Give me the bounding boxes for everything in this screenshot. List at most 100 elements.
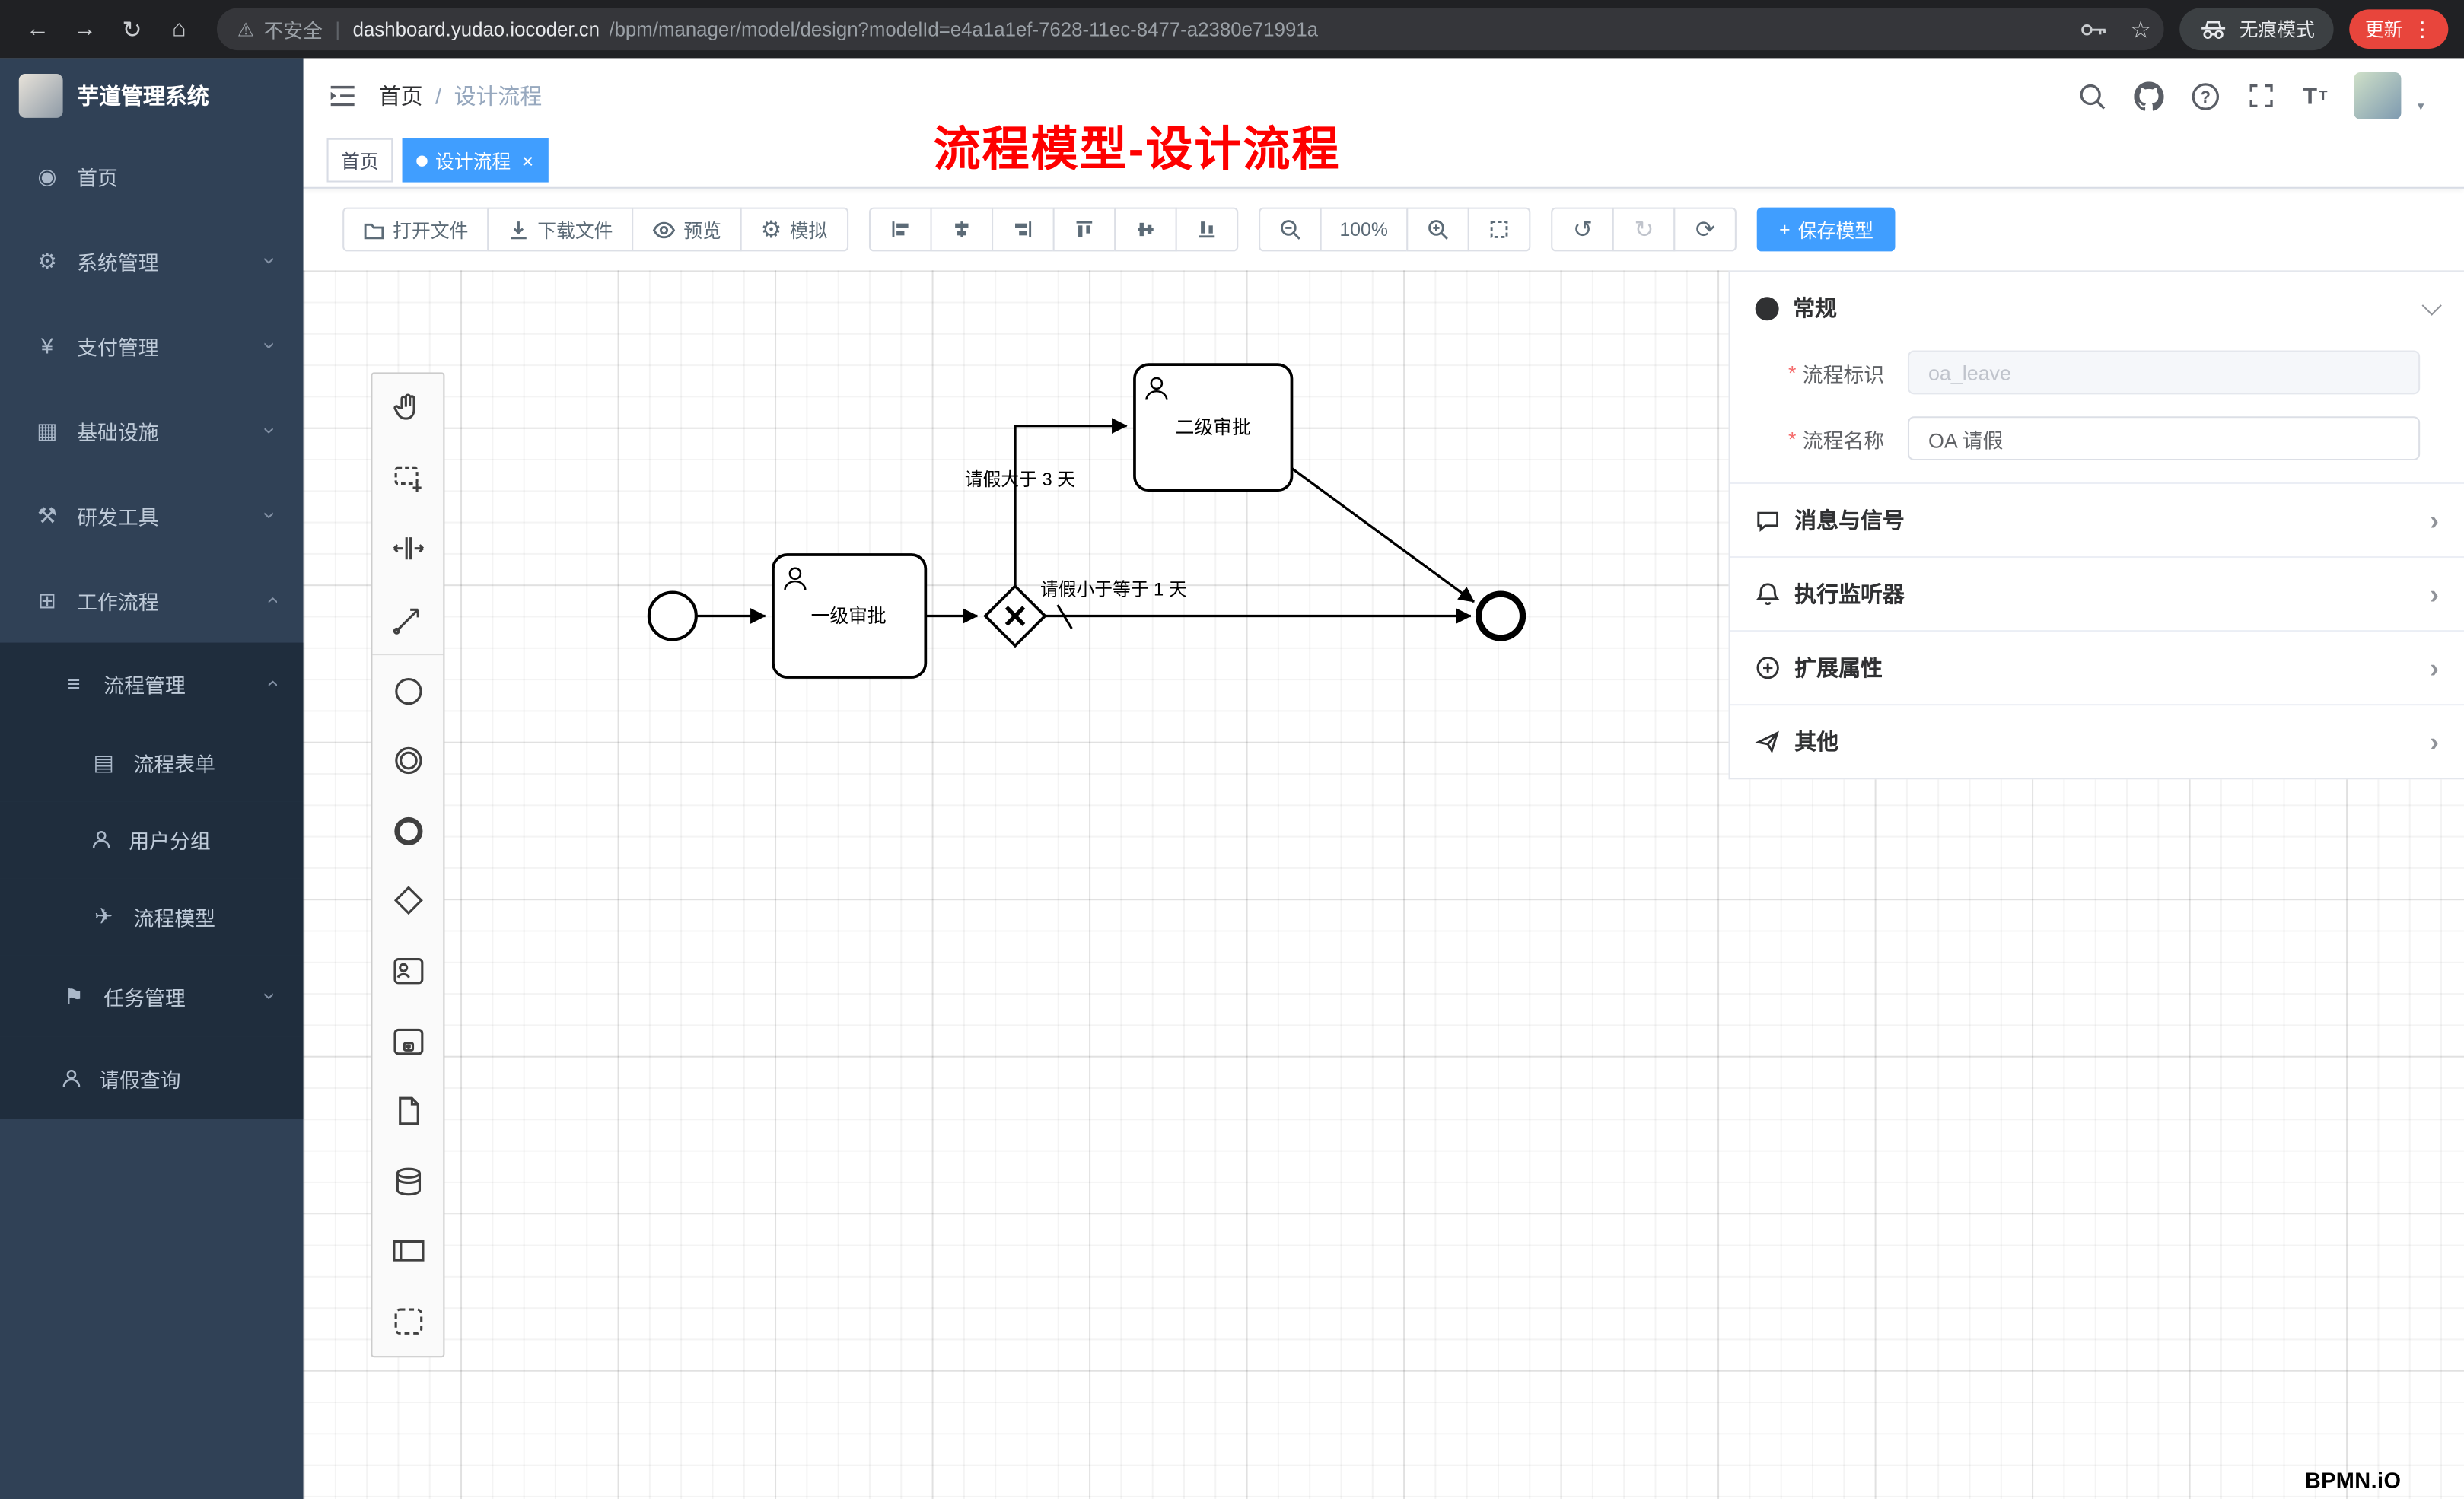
chevron-down-icon: › <box>259 511 285 520</box>
sequence-flow[interactable] <box>1291 467 1475 603</box>
tab-home[interactable]: 首页 <box>326 138 393 183</box>
plus-circle-icon <box>1756 656 1779 679</box>
redo-button[interactable]: ↻ <box>1612 207 1676 252</box>
zoom-level-button[interactable]: 100% <box>1319 207 1409 252</box>
close-icon[interactable]: × <box>521 148 534 173</box>
sidebar-item-process-model[interactable]: ✈ 流程模型 <box>0 878 304 956</box>
task-first-approval[interactable]: 一级审批 <box>772 553 928 679</box>
sidebar-item-payment[interactable]: ¥ 支付管理 › <box>0 304 304 389</box>
browser-reload-icon[interactable]: ↻ <box>122 16 142 43</box>
create-intermediate-event[interactable] <box>372 726 443 796</box>
refresh-icon: ⟳ <box>1695 215 1716 243</box>
create-data-store[interactable] <box>372 1147 443 1217</box>
gear-icon: ⚙ <box>37 247 57 273</box>
sidebar-item-home[interactable]: ◉ 首页 <box>0 134 304 219</box>
create-user-task[interactable] <box>372 936 443 1006</box>
preview-button[interactable]: 预览 <box>632 207 742 252</box>
browser-update-button[interactable]: 更新 ⋮ <box>2349 9 2449 49</box>
chevron-down-icon <box>2421 294 2442 315</box>
section-extended-attributes[interactable]: 扩展属性 › <box>1730 630 2464 704</box>
browser-forward-icon[interactable]: → <box>73 15 97 43</box>
avatar-dropdown-caret-icon[interactable]: ▼ <box>2415 101 2427 113</box>
tab-design-process[interactable]: 设计流程 × <box>402 138 548 183</box>
sidebar-item-process-form[interactable]: ▤ 流程表单 <box>0 724 304 802</box>
yen-icon: ¥ <box>40 333 53 358</box>
section-general[interactable]: 常规 <box>1730 272 2464 344</box>
incognito-label: 无痕模式 <box>2239 18 2315 41</box>
github-icon[interactable] <box>2135 81 2165 110</box>
sidebar-item-infrastructure[interactable]: ▦ 基础设施 › <box>0 388 304 473</box>
user-avatar[interactable] <box>2354 72 2402 119</box>
exclusive-gateway[interactable] <box>983 584 1047 648</box>
process-name-input[interactable] <box>1908 416 2421 461</box>
sidebar-item-task-mgmt[interactable]: ⚑ 任务管理 › <box>0 955 304 1037</box>
undo-button[interactable]: ↺ <box>1551 207 1615 252</box>
space-tool[interactable] <box>372 514 443 584</box>
restart-button[interactable]: ⟳ <box>1673 207 1737 252</box>
help-icon[interactable]: ? <box>2191 81 2220 110</box>
section-messages-signals[interactable]: 消息与信号 › <box>1730 482 2464 556</box>
create-group[interactable] <box>372 1287 443 1357</box>
app-logo[interactable]: 芋道管理系统 <box>0 58 304 133</box>
zoom-in-button[interactable] <box>1406 207 1470 252</box>
save-model-button[interactable]: + 保存模型 <box>1757 207 1896 252</box>
process-name-row: * 流程名称 <box>1788 416 2426 461</box>
bpmn-diagram[interactable]: 一级审批 请假大于 3 天 二级审批 请假小于等于 1 天 <box>304 270 2464 1499</box>
hand-tool[interactable] <box>372 374 443 444</box>
sidebar-item-process-mgmt[interactable]: ≡ 流程管理 › <box>0 642 304 724</box>
create-subprocess[interactable] <box>372 1006 443 1076</box>
simulate-button[interactable]: ⚙ 模拟 <box>740 207 848 252</box>
align-left-button[interactable] <box>867 207 931 252</box>
sidebar-item-user-group[interactable]: 用户分组 <box>0 801 304 879</box>
global-connect-tool[interactable] <box>372 584 444 656</box>
create-gateway[interactable] <box>372 866 443 936</box>
create-start-event[interactable] <box>372 656 443 726</box>
browser-home-icon[interactable]: ⌂ <box>172 15 186 43</box>
align-middle-button[interactable] <box>1113 207 1176 252</box>
intermediate-event-icon <box>394 747 422 775</box>
search-icon[interactable] <box>2078 81 2108 110</box>
start-event[interactable] <box>647 590 698 641</box>
address-bar[interactable]: ⚠ 不安全 | dashboard.yudao.iocoder.cn /bpm/… <box>216 8 2164 51</box>
flow-condition-gt[interactable] <box>1014 418 1128 587</box>
align-right-button[interactable] <box>991 207 1054 252</box>
group-icon <box>393 1308 422 1335</box>
zoom-reset-button[interactable] <box>1468 207 1531 252</box>
bpmn-io-watermark[interactable]: BPMN.iO <box>2304 1467 2402 1493</box>
hand-icon <box>393 394 415 421</box>
process-key-input[interactable] <box>1908 350 2421 395</box>
user-task-icon <box>393 958 423 985</box>
form-icon: ▤ <box>93 750 114 775</box>
sidebar-item-devtools[interactable]: ⚒ 研发工具 › <box>0 473 304 559</box>
sidebar-item-system[interactable]: ⚙ 系统管理 › <box>0 218 304 304</box>
section-others[interactable]: 其他 › <box>1730 704 2464 778</box>
browser-menu-icon[interactable]: ⋮ <box>2411 16 2433 40</box>
process-name-label: 流程名称 <box>1802 428 1885 452</box>
end-event[interactable] <box>1476 590 1526 641</box>
breadcrumb-home[interactable]: 首页 <box>378 83 423 109</box>
create-pool[interactable] <box>372 1217 443 1287</box>
password-key-icon[interactable] <box>2080 21 2108 37</box>
section-execution-listeners[interactable]: 执行监听器 › <box>1730 556 2464 630</box>
download-file-button[interactable]: 下载文件 <box>487 207 634 252</box>
sidebar-item-leave-query[interactable]: 请假查询 <box>0 1036 304 1119</box>
lasso-tool[interactable] <box>372 444 443 514</box>
align-center-horizontal-button[interactable] <box>929 207 993 252</box>
required-asterisk: * <box>1788 426 1797 450</box>
task-second-approval[interactable]: 二级审批 <box>1133 363 1294 492</box>
sidebar-collapse-icon[interactable] <box>329 83 357 108</box>
align-top-button[interactable] <box>1052 207 1116 252</box>
browser-back-icon[interactable]: ← <box>26 15 50 43</box>
zoom-out-button[interactable] <box>1258 207 1321 252</box>
send-icon <box>1755 730 1779 754</box>
align-bottom-button[interactable] <box>1174 207 1238 252</box>
data-store-icon <box>395 1167 420 1195</box>
create-data-object[interactable] <box>372 1076 443 1146</box>
bookmark-star-icon[interactable]: ☆ <box>2130 16 2151 43</box>
create-end-event[interactable] <box>372 796 443 866</box>
open-file-button[interactable]: 打开文件 <box>342 207 489 252</box>
fullscreen-icon[interactable] <box>2248 81 2276 110</box>
sidebar-item-workflow[interactable]: ⊞ 工作流程 › <box>0 558 304 643</box>
file-button-group: 打开文件 下载文件 预览 ⚙ 模拟 <box>342 207 848 252</box>
